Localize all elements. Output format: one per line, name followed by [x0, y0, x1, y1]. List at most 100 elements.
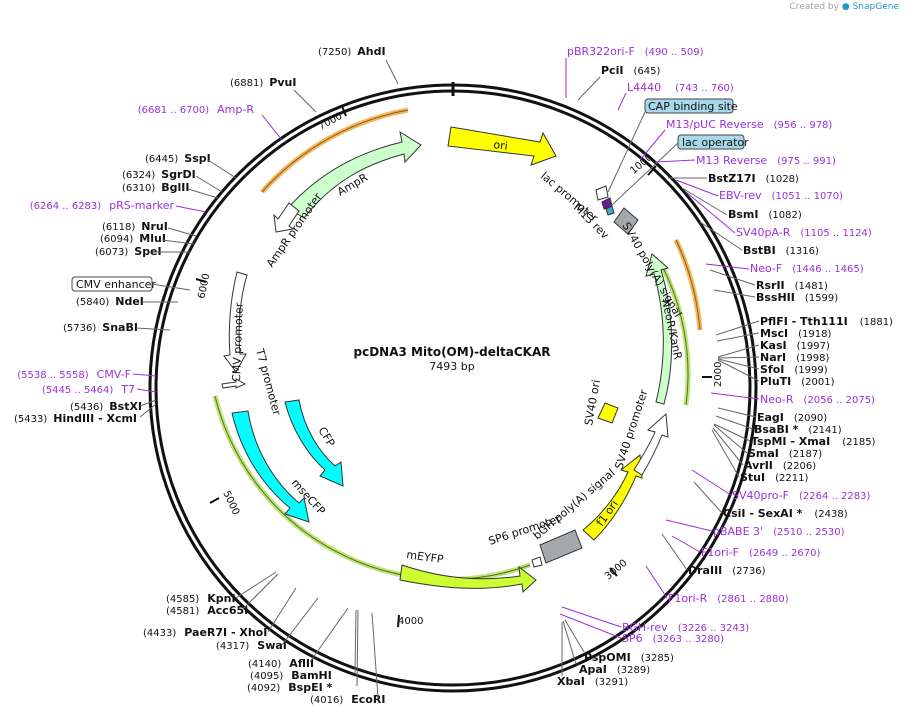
- plasmid-name: pcDNA3 Mito(OM)-deltaCKAR: [354, 345, 551, 359]
- enzyme-aflii: (4140)AflII: [248, 657, 314, 670]
- plasmid-length: 7493 bp: [429, 360, 474, 373]
- enzyme-bamhi: (4095)BamHI: [250, 669, 332, 682]
- backbone: [148, 82, 758, 693]
- primer-t7: (5445 .. 5464)T7: [42, 383, 135, 396]
- credit-brand: SnapGene: [852, 2, 899, 12]
- enzyme-ahdi: (7250)AhdI: [318, 45, 386, 58]
- enzyme-sspi: (6445)SspI: [145, 152, 211, 165]
- enzyme-eagi: EagI(2090): [757, 411, 827, 424]
- sv40-ori-box[interactable]: [597, 402, 619, 424]
- ampr-arrow[interactable]: [287, 130, 422, 219]
- enzyme-ndei: (5840)NdeI: [76, 295, 144, 308]
- tick-label-5000: 5000: [220, 489, 241, 517]
- feature-lac-promoter[interactable]: lac promoter M13 rev: [538, 169, 615, 242]
- enzyme-tspmi: TspMI - XmaI(2185): [751, 435, 876, 448]
- primer-sp6: SP6(3263 .. 3280): [622, 632, 724, 645]
- primer-bgh-rev: BGH-rev(3226 .. 3243): [622, 621, 749, 634]
- primer-neo-r: Neo-R(2056 .. 2075): [760, 393, 875, 406]
- meyfp-arrow[interactable]: [399, 564, 537, 594]
- tick-label-6000: 6000: [196, 273, 212, 300]
- primer-cmv-f: (5538 .. 5558)CMV-F: [17, 368, 131, 381]
- feature-ori[interactable]: ori: [447, 126, 557, 166]
- primer-amp-r: (6681 .. 6700)Amp-R: [138, 103, 255, 116]
- enzyme-bstxi: (5436)BstXI: [70, 400, 142, 413]
- enzyme-nrui: (6118)NruI: [102, 220, 168, 233]
- primer-f1ori-r: F1ori-R(2861 .. 2880): [668, 592, 789, 605]
- enzyme-spei: (6073)SpeI: [95, 245, 162, 258]
- enzyme-ecori: (4016)EcoRI: [310, 693, 385, 706]
- primer-l4440: L4440(743 .. 760): [627, 81, 734, 94]
- primer-pbr322ori-f: pBR322ori-F(490 .. 509): [567, 45, 704, 58]
- primer-sv40pro-f: SV40pro-F(2264 .. 2283): [732, 489, 871, 502]
- ori-label: ori: [493, 138, 509, 153]
- enzyme-bsabi: BsaBI *(2141): [754, 423, 842, 436]
- enzyme-swai: (4317)SwaI: [216, 639, 287, 652]
- f1ori-label: f1 ori: [594, 498, 621, 529]
- enzyme-sfoi: SfoI(1999): [760, 363, 828, 376]
- cmv-promoter-arrow[interactable]: [223, 271, 248, 373]
- primer-prs-marker: (6264 .. 6283)pRS-marker: [30, 199, 175, 212]
- enzyme-nari: NarI(1998): [760, 351, 830, 364]
- enzyme-smai: SmaI(2187): [748, 447, 822, 460]
- enzyme-bstbi: BstBI(1316): [743, 244, 819, 257]
- enzyme-avrii: AvrII(2206): [744, 459, 816, 472]
- msecfp-arrow[interactable]: [231, 410, 310, 523]
- enzyme-pspomi: PspOMI(3285): [584, 651, 674, 664]
- enzyme-bsmi: BsmI(1082): [728, 208, 802, 221]
- primer-labels: pBR322ori-F(490 .. 509) L4440(743 .. 760…: [17, 45, 875, 645]
- t7-promoter-label: T7 promoter: [253, 346, 284, 417]
- sv40-promoter-arrow[interactable]: [633, 412, 669, 476]
- feature-cmv-promoter[interactable]: CMV promoter: [223, 271, 248, 382]
- sv40-polya-box[interactable]: [613, 207, 639, 235]
- bgh-box[interactable]: [539, 529, 583, 564]
- enzyme-draiii: DraIII(2736): [688, 564, 766, 577]
- enzyme-bsshii: BssHII(1599): [756, 291, 838, 304]
- cmv-enhancer-label: CMV enhancer: [76, 278, 156, 291]
- feature-cfp[interactable]: CFP: [284, 399, 344, 487]
- scale-ticks: [195, 105, 712, 628]
- enzyme-mlui: (6094)MluI: [100, 232, 166, 245]
- enzyme-kpni: (4585)KpnI: [166, 592, 236, 605]
- feature-sv40-polya[interactable]: SV40 poly(A) signal: [613, 207, 684, 320]
- primer-m13-reverse: M13 Reverse(975 .. 991): [696, 154, 836, 167]
- feature-sv40-ori[interactable]: SV40 ori: [582, 379, 619, 427]
- enzyme-pvui: (6881)PvuI: [230, 76, 296, 89]
- enzyme-stui: StuI(2211): [740, 471, 808, 484]
- enzyme-apai: ApaI(3289): [579, 663, 650, 676]
- enzyme-bspei: (4092)BspEI *: [247, 681, 333, 694]
- enzyme-msci: MscI(1918): [760, 327, 831, 340]
- credit-prefix: Created by: [789, 2, 839, 12]
- cap-binding-site-tag: CAP binding site: [607, 98, 738, 193]
- enzyme-sgrdi: (6324)SgrDI: [122, 168, 196, 181]
- enzyme-pflfi: PflFI - Tth111I(1881): [760, 315, 893, 328]
- feature-meyfp[interactable]: mEYFP: [399, 548, 537, 594]
- primer-neo-f: Neo-F(1446 .. 1465): [750, 262, 864, 275]
- lac-operator-tag: lac operator: [611, 134, 749, 206]
- enzyme-paer7i: (4433)PaeR7I - XhoI: [143, 626, 267, 639]
- tick-label-4000: 4000: [398, 616, 423, 627]
- enzyme-snabi: (5736)SnaBI: [63, 321, 138, 334]
- sv40-ori-label: SV40 ori: [582, 379, 603, 427]
- cfp-label: CFP: [315, 425, 337, 450]
- lac-operator-label: lac operator: [682, 136, 749, 149]
- cfp-arrow[interactable]: [284, 399, 344, 487]
- enzyme-hindiii: (5433)HindIII - XcmI: [14, 412, 137, 425]
- meyfp-track-arc: [212, 395, 531, 582]
- enzyme-csii: CsiI - SexAI *(2438): [723, 507, 848, 520]
- meyfp-label: mEYFP: [406, 548, 445, 566]
- t7-promoter-arrow[interactable]: [221, 378, 247, 389]
- ampr-promoter-arrow[interactable]: [273, 202, 300, 233]
- snapgene-credit: Created by ● SnapGene: [789, 2, 899, 12]
- primer-sv40pa-r: SV40pA-R(1105 .. 1124): [736, 226, 872, 239]
- cap-binding-site-label: CAP binding site: [648, 100, 738, 113]
- enzyme-xbai: XbaI(3291): [557, 675, 628, 688]
- enzyme-bstz17i: BstZ17I(1028): [708, 172, 799, 185]
- cmv-enhancer-tag: CMV enhancer: [71, 276, 191, 292]
- ori-arrow[interactable]: [447, 126, 557, 166]
- enzyme-bglii: (6310)BglII: [122, 181, 189, 194]
- neor-arrow[interactable]: [645, 253, 673, 405]
- enzyme-labels: (7250)AhdI (6881)PvuI (6445)SspI (6324)S…: [14, 45, 893, 706]
- primer-f1ori-f: F1ori-F(2649 .. 2670): [701, 546, 820, 559]
- tick-label-3000: 3000: [603, 558, 630, 583]
